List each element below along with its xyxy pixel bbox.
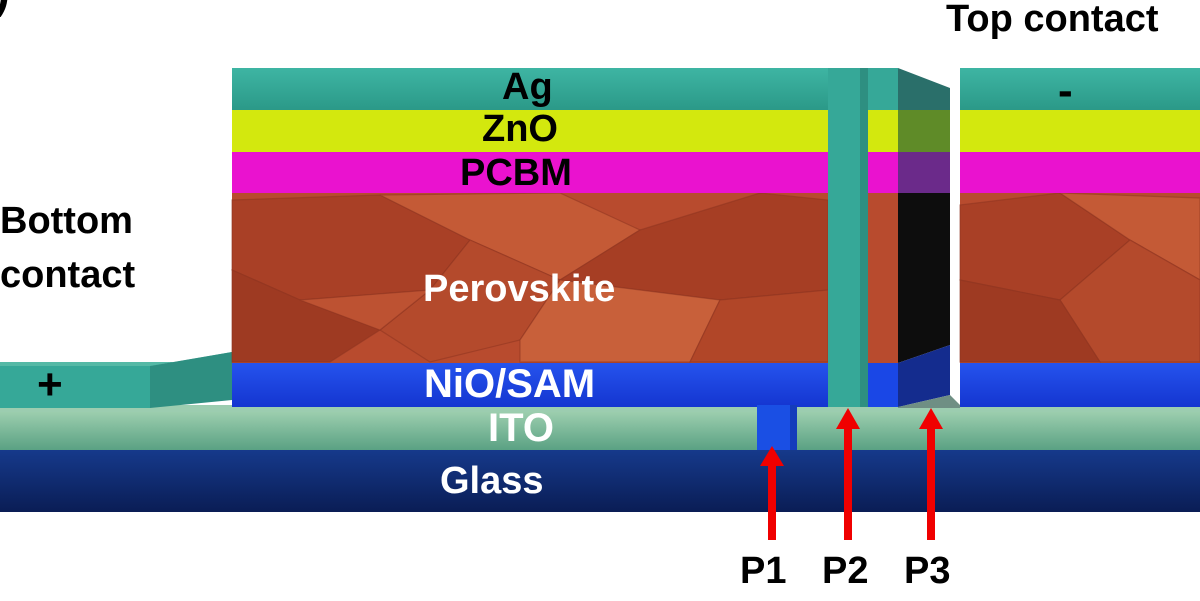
ito-layer: [0, 405, 1200, 450]
mid-segment-zno: [868, 110, 898, 152]
bottom-contact-pad: [0, 366, 150, 408]
perovskite-grains: [231, 192, 829, 363]
p3-arrow: [919, 408, 943, 540]
p2-arrow: [836, 408, 860, 540]
bottom-contact-label-line1: Bottom: [0, 200, 133, 242]
nio-sam-layer: [232, 362, 828, 407]
glass-layer: [0, 449, 1200, 512]
p3-wall-pcbm: [898, 152, 950, 193]
ag-label: Ag: [502, 66, 553, 108]
p3-wall-nio: [898, 345, 950, 407]
mid-segment-perovskite: [868, 193, 898, 363]
right-perovskite-grains: [959, 192, 1200, 363]
zno-layer: [232, 110, 828, 152]
ito-label: ITO: [488, 406, 554, 450]
nio-sam-label: NiO/SAM: [424, 362, 596, 406]
panel-letter: ): [0, 0, 10, 19]
minus-sign: -: [1058, 66, 1073, 115]
plus-sign: +: [37, 360, 63, 409]
top-contact-label: Top contact: [946, 0, 1159, 40]
right-zno-layer: [960, 110, 1200, 152]
ag-layer: [232, 68, 828, 110]
pcbm-layer: [232, 152, 828, 193]
glass-label: Glass: [440, 460, 544, 502]
right-pcbm-layer: [960, 152, 1200, 193]
bottom-contact-label-line2: contact: [0, 254, 136, 296]
p1-groove-side: [790, 405, 797, 450]
p2-label: P2: [822, 550, 869, 592]
p3-label: P3: [904, 550, 951, 592]
p3-wall-ag: [898, 68, 950, 110]
right-nio-sam-layer: [960, 362, 1200, 407]
perovskite-label: Perovskite: [423, 268, 616, 310]
bottom-contact-pad-top: [0, 352, 232, 368]
right-ag-layer: [960, 68, 1200, 110]
p2-interconnect-shade: [860, 68, 868, 407]
p1-label: P1: [740, 550, 787, 592]
mid-segment-pcbm: [868, 152, 898, 193]
mid-segment-ag: [868, 68, 898, 110]
zno-label: ZnO: [482, 108, 558, 150]
p3-wall-zno: [898, 110, 950, 152]
bottom-contact-pad-side: [150, 352, 232, 408]
pcbm-label: PCBM: [460, 152, 572, 194]
p3-floor: [898, 395, 960, 408]
p1-arrow: [760, 446, 784, 540]
p3-wall-perovskite: [898, 193, 950, 363]
mid-segment-nio: [868, 363, 898, 407]
